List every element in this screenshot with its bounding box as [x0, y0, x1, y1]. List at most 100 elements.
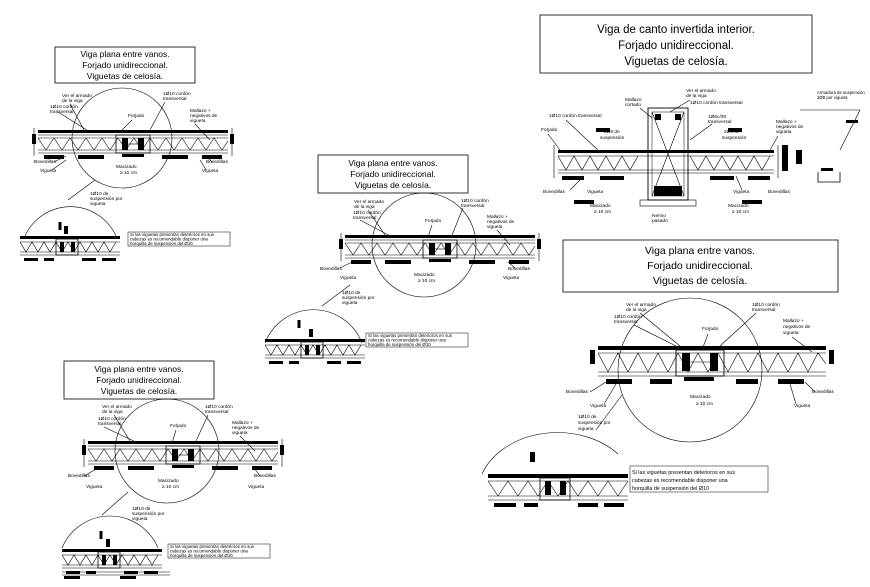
svg-text:2Ø8 de: 2Ø8 de — [604, 129, 620, 135]
svg-text:Vigueta: Vigueta — [794, 403, 811, 409]
label-vigueta-right: Vigueta — [202, 168, 219, 174]
svg-text:1Ø10 cordón: 1Ø10 cordón — [98, 416, 126, 422]
detail-a-title-box — [54, 46, 196, 84]
detail-c-title-box — [63, 360, 215, 400]
detail-c: Viga plana entre vanos. Forjado unidirec… — [61, 360, 285, 579]
svg-text:Forjado: Forjado — [702, 326, 719, 332]
svg-text:Si las viguetas presentan dete: Si las viguetas presentan deterioros en … — [632, 470, 735, 476]
svg-text:Macizado: Macizado — [158, 478, 179, 484]
svg-text:Viguetas de celosía.: Viguetas de celosía. — [101, 386, 177, 396]
svg-text:Viga plana entre vanos.: Viga plana entre vanos. — [645, 245, 755, 257]
svg-text:1Ø10 de: 1Ø10 de — [90, 191, 109, 197]
svg-text:Forjado: Forjado — [541, 127, 558, 133]
svg-text:vigueta: vigueta — [783, 330, 799, 336]
svg-text:Bovedillas: Bovedillas — [320, 266, 342, 272]
svg-text:≥ 10 cm: ≥ 10 cm — [732, 209, 749, 215]
svg-text:Viguetas de celosía.: Viguetas de celosía. — [624, 56, 727, 68]
svg-text:vigueta: vigueta — [578, 426, 594, 432]
svg-text:Armadura de suspensión: Armadura de suspensión — [817, 90, 865, 95]
svg-text:1Ø6c/30: 1Ø6c/30 — [708, 114, 726, 120]
svg-text:Viga plana entre vanos.: Viga plana entre vanos. — [348, 158, 437, 168]
svg-text:Bovedillas: Bovedillas — [543, 189, 565, 195]
svg-text:Vigueta: Vigueta — [733, 189, 750, 195]
svg-text:Macizado: Macizado — [414, 272, 435, 278]
svg-text:cortado: cortado — [625, 102, 641, 108]
svg-text:horquilla de suspensión del Ø1: horquilla de suspensión del Ø10 — [632, 486, 709, 492]
svg-text:Bovedillas: Bovedillas — [508, 266, 530, 272]
svg-text:suspensión: suspensión — [722, 135, 747, 141]
svg-text:1Ø10 cordón: 1Ø10 cordón — [461, 198, 489, 204]
svg-text:transversal: transversal — [708, 119, 731, 125]
svg-text:Vigueta: Vigueta — [590, 403, 607, 409]
svg-text:vigueta: vigueta — [487, 224, 503, 230]
detail-b: Viga plana entre vanos. Forjado unidirec… — [264, 154, 542, 365]
svg-text:negativos de: negativos de — [487, 219, 515, 225]
svg-text:negativos de: negativos de — [232, 425, 260, 431]
svg-text:transversal: transversal — [461, 203, 484, 209]
svg-text:horquilla de suspensión del Ø1: horquilla de suspensión del Ø10 — [130, 241, 193, 246]
svg-text:Mallazo +: Mallazo + — [232, 420, 253, 426]
label-mallazo: Mallazo + — [190, 108, 211, 114]
svg-text:≥ 10 cm: ≥ 10 cm — [418, 278, 435, 284]
label-ver-armado: Ver el armado — [62, 93, 92, 99]
detail-d: Viga de canto invertida interior. Forjad… — [539, 14, 865, 224]
svg-text:Bovedillas: Bovedillas — [566, 389, 588, 395]
svg-text:vigueta: vigueta — [132, 516, 148, 522]
svg-text:Mallazo +: Mallazo + — [776, 119, 797, 125]
svg-text:suspensión: suspensión — [600, 135, 625, 141]
svg-text:1Ø10 cordón: 1Ø10 cordón — [353, 210, 381, 216]
svg-text:vigueta: vigueta — [342, 300, 358, 306]
svg-text:Macizado: Macizado — [728, 203, 749, 209]
svg-text:transversal: transversal — [752, 307, 775, 313]
label-cordon-right: 1Ø10 cordón — [163, 91, 191, 97]
svg-text:1Ø10 cordón transversal: 1Ø10 cordón transversal — [549, 113, 602, 119]
svg-text:negativos de: negativos de — [776, 124, 804, 130]
svg-text:Ver el armado: Ver el armado — [102, 404, 132, 410]
svg-text:Viguetas de celosía.: Viguetas de celosía. — [355, 180, 431, 190]
detail-a-title-line2: Forjado unidireccional. — [82, 60, 168, 70]
svg-text:Vigueta: Vigueta — [587, 189, 604, 195]
label-vigueta-left: Vigueta — [40, 168, 57, 174]
detail-e: Viga plana entre vanos. Forjado unidirec… — [481, 239, 839, 507]
svg-text:Si las viguetas presentan dete: Si las viguetas presentan deterioros en … — [130, 232, 215, 237]
svg-text:Bovedillas: Bovedillas — [812, 389, 834, 395]
svg-text:Vigueta: Vigueta — [340, 275, 357, 281]
svg-text:Forjado unidireccional.: Forjado unidireccional. — [618, 40, 734, 52]
detail-b-title-box — [317, 154, 469, 194]
svg-text:Bovedillas: Bovedillas — [768, 189, 790, 195]
svg-text:Ver el armado: Ver el armado — [354, 199, 384, 205]
label-transversal-right: transversal — [163, 96, 186, 102]
svg-text:≥ 10 cm: ≥ 10 cm — [594, 209, 611, 215]
svg-text:1Ø10 cordón: 1Ø10 cordón — [752, 302, 780, 308]
svg-text:Nervio: Nervio — [652, 213, 666, 219]
label-ge-10cm: ≥ 10 cm — [120, 170, 137, 176]
svg-text:transversal: transversal — [205, 409, 228, 415]
svg-text:Si las viguetas presentan dete: Si las viguetas presentan deterioros en … — [170, 544, 255, 549]
svg-text:de la viga: de la viga — [102, 409, 123, 415]
svg-text:cabezas es recomendable dispon: cabezas es recomendable disponer una — [170, 549, 248, 554]
detail-a-title-line3: Viguetas de celosía. — [87, 71, 163, 81]
svg-text:transversal: transversal — [614, 319, 637, 325]
svg-text:vigueta: vigueta — [90, 201, 106, 207]
svg-text:Mallazo +: Mallazo + — [783, 318, 804, 324]
svg-text:≥ 10 cm: ≥ 10 cm — [696, 401, 713, 407]
svg-text:1Ø10 cordón: 1Ø10 cordón — [614, 314, 642, 320]
svg-text:Ver el armado: Ver el armado — [686, 88, 716, 94]
svg-text:Si las viguetas presentan dete: Si las viguetas presentan deterioros en … — [368, 333, 453, 338]
svg-text:Viga plana entre vanos.: Viga plana entre vanos. — [94, 364, 183, 374]
detail-a-title-line1: Viga plana entre vanos. — [80, 49, 169, 59]
svg-text:Viga de canto invertida interi: Viga de canto invertida interior. — [597, 24, 755, 36]
svg-text:cabezas es recomendable dispon: cabezas es recomendable disponer una — [368, 338, 446, 343]
svg-text:Vigueta: Vigueta — [503, 275, 520, 281]
svg-text:Bovedillas: Bovedillas — [254, 473, 276, 479]
detail-e-title-box — [562, 239, 839, 293]
svg-text:Forjado: Forjado — [425, 218, 442, 224]
svg-text:cabezas es recomendable dispon: cabezas es recomendable disponer una — [130, 237, 208, 242]
svg-text:1Ø10 de: 1Ø10 de — [342, 290, 361, 296]
svg-text:1Ø10 cordón: 1Ø10 cordón — [205, 404, 233, 410]
svg-text:Forjado unidireccional.: Forjado unidireccional. — [647, 260, 753, 272]
label-negativos: negativos de — [190, 113, 218, 119]
svg-text:transversal: transversal — [98, 421, 121, 427]
detail-a-zoom-section — [19, 225, 121, 262]
